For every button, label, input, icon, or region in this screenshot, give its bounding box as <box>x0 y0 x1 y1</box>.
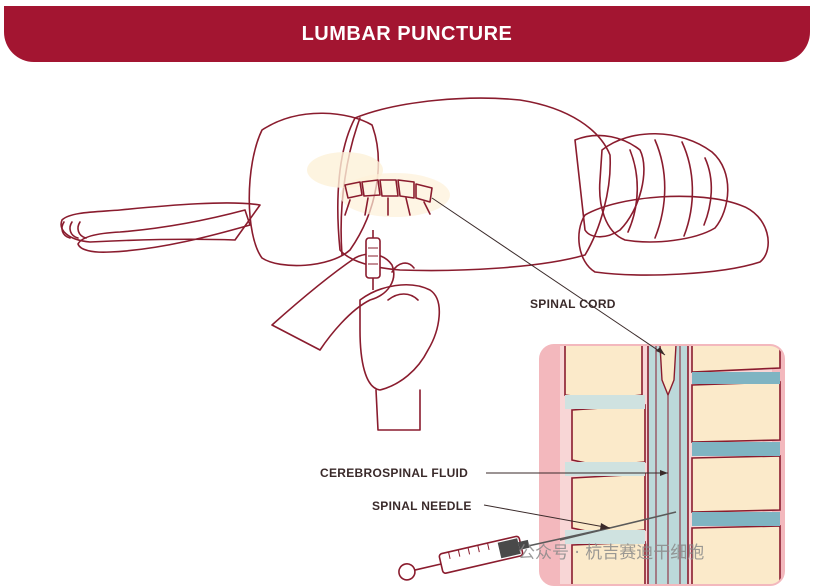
watermark-text: 公众号 · 杭吉赛迪干细胞 <box>518 542 704 563</box>
leader-arrowheads <box>600 347 668 530</box>
spinal-needle-label: SPINAL NEEDLE <box>372 499 472 513</box>
gloved-hands <box>271 253 441 431</box>
spinal-needle-syringe <box>398 529 601 581</box>
lumbar-spine-overlay <box>307 152 450 217</box>
vertebra-left <box>564 345 646 585</box>
spine-cross-section <box>539 344 785 586</box>
cerebrospinal-fluid-label: CEREBROSPINAL FLUID <box>320 466 468 480</box>
vertebra-right <box>691 345 781 585</box>
spinal-cord-label: SPINAL CORD <box>530 297 616 311</box>
syringe-on-back <box>365 230 381 290</box>
pillow <box>578 195 769 276</box>
needle-leader <box>483 504 611 529</box>
page-title: LUMBAR PUNCTURE <box>301 22 513 45</box>
leader-lines <box>431 197 668 529</box>
spinal-cord-leader <box>431 197 666 356</box>
hair <box>598 132 729 243</box>
title-banner: LUMBAR PUNCTURE <box>4 6 810 62</box>
